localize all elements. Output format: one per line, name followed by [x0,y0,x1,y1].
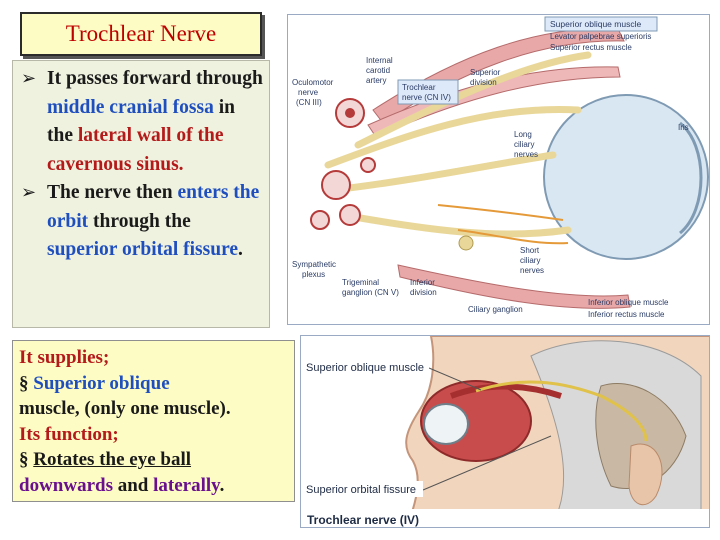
label-long-ciliary-1: Long [514,130,532,139]
vessel-lumen [345,108,355,118]
square-bullet-icon: § [19,449,33,470]
label-levator: Levator palpebrae superioris [550,32,651,41]
label-long-ciliary-2: ciliary [514,140,534,149]
bullet-course: ➢ It passes forward through middle crani… [21,65,263,179]
label-superior-rectus: Superior rectus muscle [550,43,632,52]
function-item: § Rotates the eye ball [19,447,290,473]
course-description-box: ➢ It passes forward through middle crani… [12,60,270,328]
label-oculomotor-1: Oculomotor [292,78,334,87]
function-heading: Its function; [19,422,290,448]
ciliary-ganglion-shape [459,236,473,250]
label-ciliary-ganglion: Ciliary ganglion [468,305,523,314]
supplies-heading: It supplies; [19,345,290,371]
label-long-ciliary-3: nerves [514,150,538,159]
bullet-orbit: ➢ The nerve then enters the orbit throug… [21,179,263,265]
nerve-path [438,205,563,220]
square-bullet-icon: § [19,373,33,394]
label-oculomotor-3: (CN III) [296,98,322,107]
label-trochlear-2: nerve (CN IV) [402,93,451,102]
label-sympathetic-2: plexus [302,270,325,279]
arrow-bullet-icon: ➢ [21,179,47,265]
label-internal-carotid-3: artery [366,76,386,85]
eyeball-lateral [424,404,468,444]
label-superior-orbital-fissure: Superior orbital fissure [306,484,416,496]
bullet-course-text: It passes forward through middle cranial… [47,65,263,179]
label-short-ciliary-1: Short [520,246,540,255]
label-inferior-rectus: Inferior rectus muscle [588,310,665,319]
label-trigeminal-2: ganglion (CN V) [342,288,399,297]
ciliary-nerves [438,205,568,243]
vessel-section [322,171,350,199]
label-oculomotor-2: nerve [298,88,319,97]
label-internal-carotid-2: carotid [366,66,390,75]
vessel-section [340,205,360,225]
trochlear-lateral-svg: Superior oblique muscle Superior orbital… [301,336,710,528]
label-superior-division-1: Superior [470,68,501,77]
nerve-path [343,215,568,234]
label-superior-division-2: division [470,78,497,87]
label-internal-carotid-1: Internal [366,56,393,65]
label-sympathetic-1: Sympathetic [292,260,336,269]
supply-function-box: It supplies; § Superior oblique muscle, … [12,340,295,502]
label-short-ciliary-3: nerves [520,266,544,275]
vessel-section [311,211,329,229]
bullet-orbit-text: The nerve then enters the orbit through … [47,179,263,265]
function-direction: downwards and laterally. [19,473,290,499]
slide-title: Trochlear Nerve [20,12,262,56]
eyeball [544,95,708,259]
label-inferior-oblique: Inferior oblique muscle [588,298,669,307]
label-trochlear-1: Trochlear [402,83,436,92]
label-superior-oblique: Superior oblique muscle [550,19,641,29]
label-short-ciliary-2: ciliary [520,256,540,265]
arrow-bullet-icon: ➢ [21,65,47,179]
label-inferior-division-1: Inferior [410,278,435,287]
label-inferior-division-2: division [410,288,437,297]
vessel-section [361,158,375,172]
cavernous-sinus [311,99,375,229]
trochlear-lateral-figure: Superior oblique muscle Superior orbital… [300,335,710,528]
label-superior-oblique-muscle: Superior oblique muscle [306,362,424,374]
slide-title-text: Trochlear Nerve [66,21,217,47]
orbit-nerves-diagram: Superior oblique muscle Levator palpebra… [287,14,710,325]
figure-caption: Trochlear nerve (IV) [307,513,419,527]
label-iris: Iris [678,123,689,132]
label-trigeminal-1: Trigeminal [342,278,379,287]
supply-item-cont: muscle, (only one muscle). [19,396,290,422]
supply-item: § Superior oblique [19,371,290,397]
orbit-nerves-svg: Superior oblique muscle Levator palpebra… [288,15,710,325]
